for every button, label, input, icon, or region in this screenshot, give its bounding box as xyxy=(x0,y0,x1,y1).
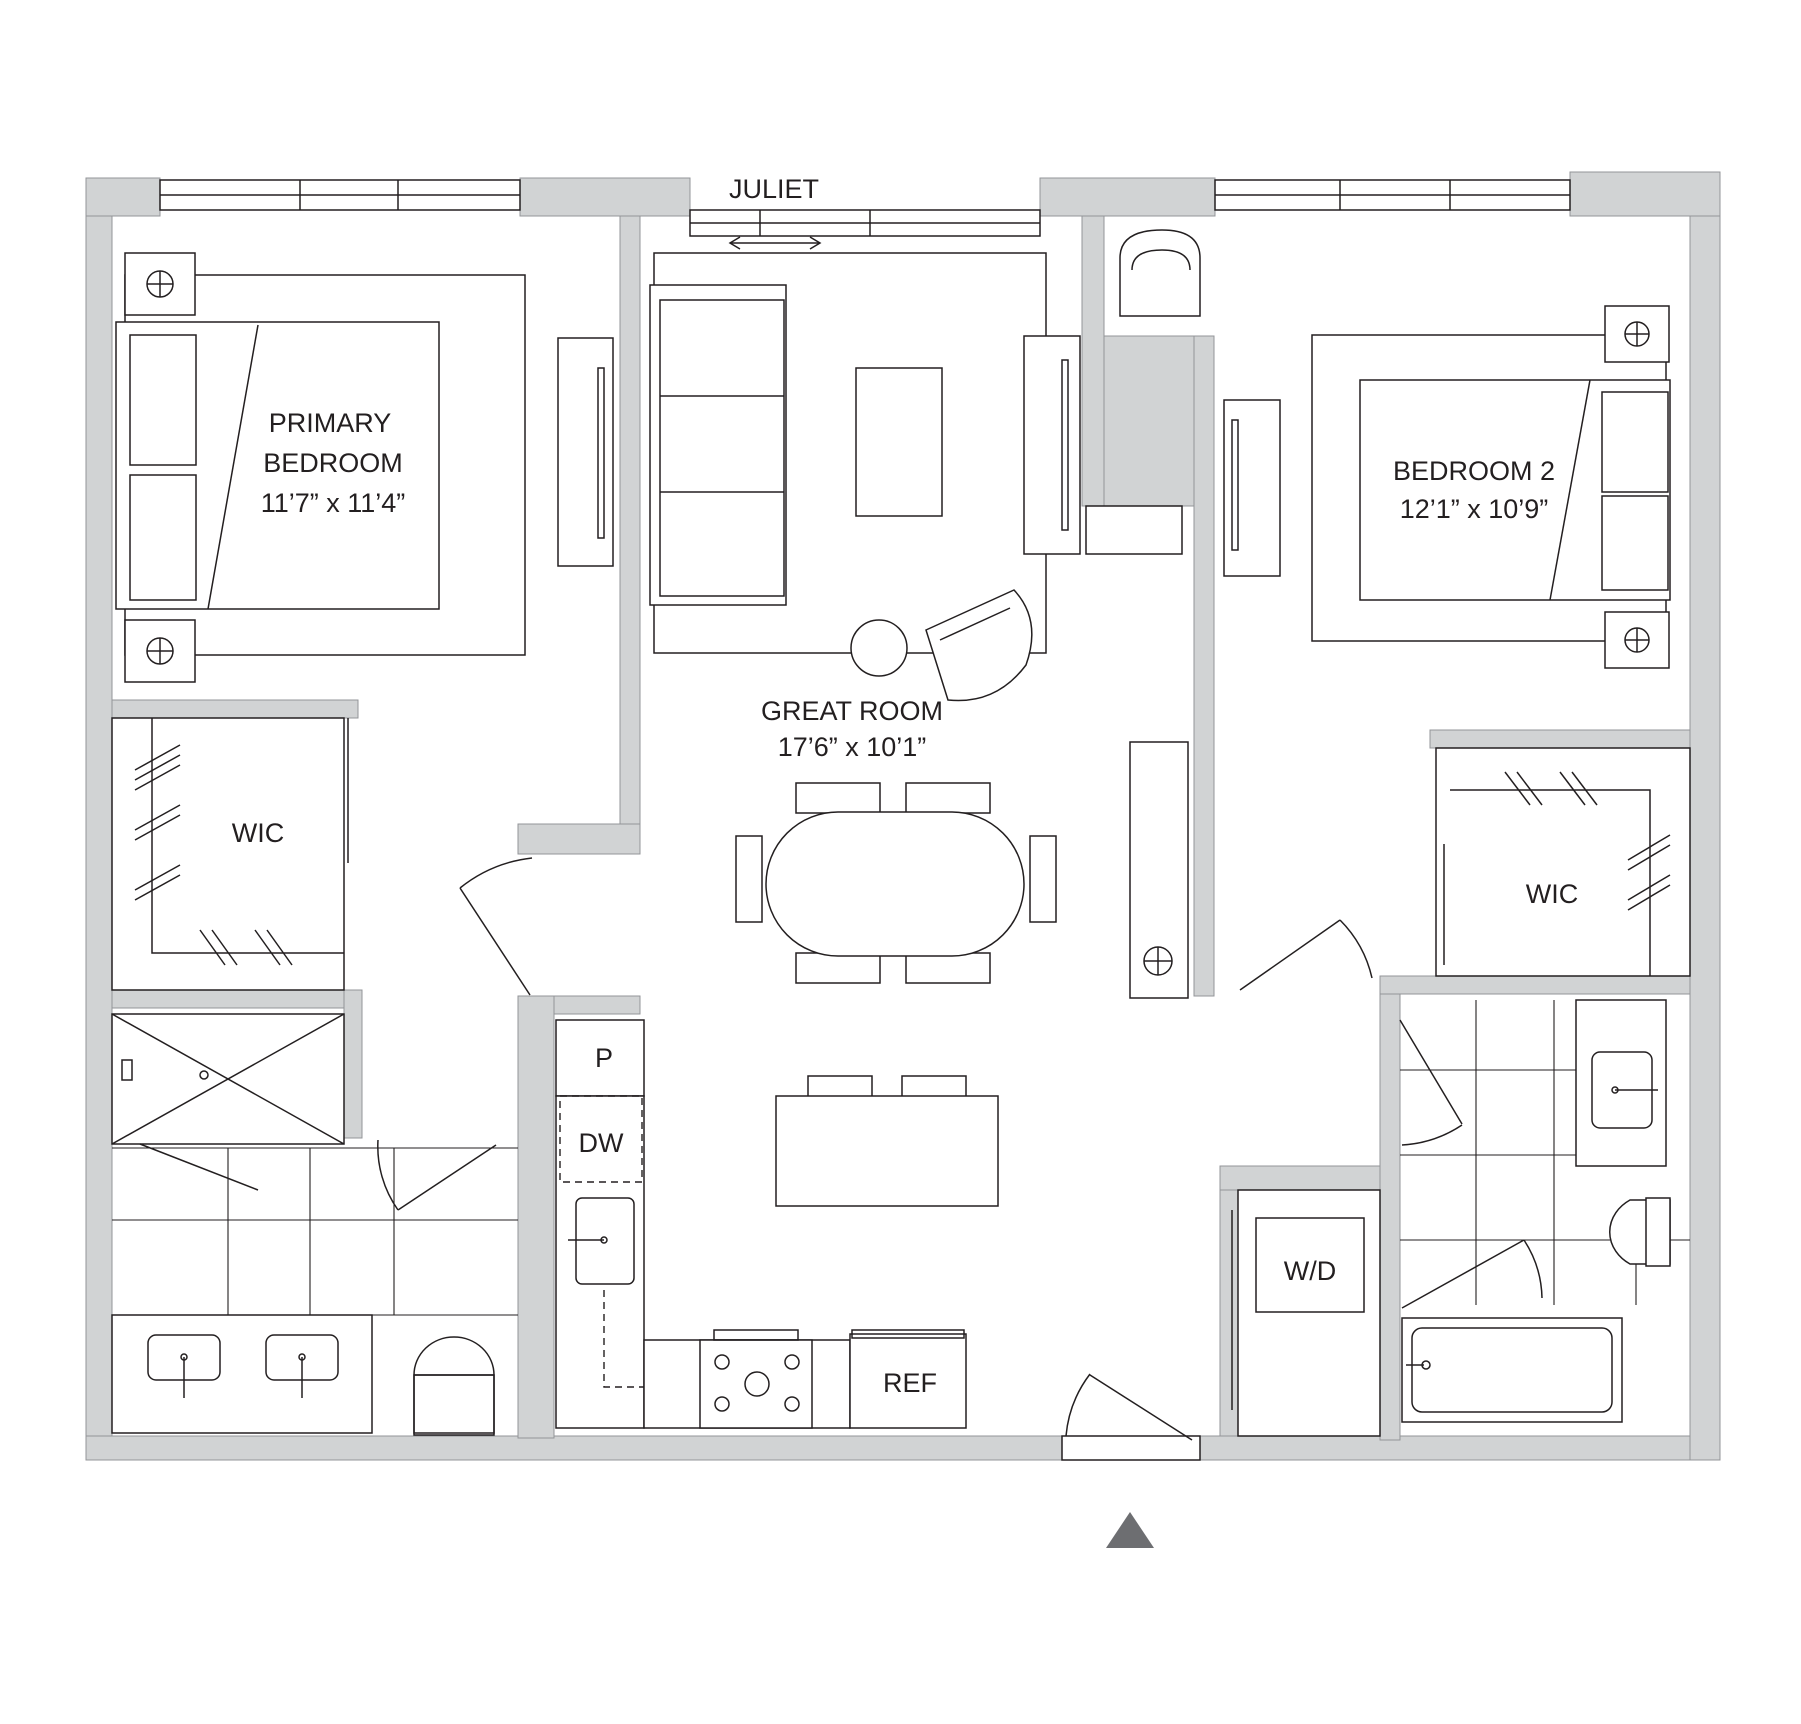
refrigerator xyxy=(849,1333,967,1429)
windows xyxy=(159,179,1571,237)
exterior-wall-right xyxy=(1689,171,1721,1461)
labels: JULIET PRIMARY BEDROOM 11’7” x 11’4” GRE… xyxy=(232,174,1578,1398)
bedroom-2-name: BEDROOM 2 xyxy=(1393,456,1555,486)
bathroom-2 xyxy=(1400,999,1690,1423)
primary-bedroom-name-line2: BEDROOM xyxy=(263,448,403,478)
interior-wall-bath2-left xyxy=(1379,993,1401,1441)
great-room-furniture xyxy=(649,252,1189,1207)
side-table xyxy=(850,619,908,677)
accent-chair xyxy=(925,589,1033,702)
kitchen-island xyxy=(775,1095,999,1207)
interior-wall-bath-right xyxy=(517,995,555,1439)
bedroom-2-dimensions: 12’1” x 10’9” xyxy=(1400,494,1549,524)
exterior-wall-bottom-right xyxy=(1199,1435,1721,1461)
interior-wall-primary-great xyxy=(619,215,641,855)
tall-cabinet xyxy=(1129,741,1189,999)
interior-wall-bedroom2-wic-bottom xyxy=(1379,975,1691,995)
interior-wall-bedroom2-lower xyxy=(1193,335,1215,997)
walls xyxy=(85,171,1721,1461)
refrigerator-label: REF xyxy=(883,1368,937,1398)
toilet-1 xyxy=(413,1336,495,1436)
washer-dryer xyxy=(1255,1217,1365,1313)
reading-chair xyxy=(1119,229,1201,317)
wic-primary-label: WIC xyxy=(232,818,284,848)
washer-dryer-label: W/D xyxy=(1284,1256,1336,1286)
dining-table xyxy=(765,811,1025,957)
interior-wall-primary-corridor xyxy=(517,823,641,855)
interior-wall-laundry-top xyxy=(1219,1165,1385,1191)
dining-set xyxy=(735,782,1057,984)
primary-bed-pillow-1 xyxy=(129,334,197,466)
exterior-wall-top-4 xyxy=(1569,171,1721,217)
laundry xyxy=(1231,1189,1381,1437)
great-room-name: GREAT ROOM xyxy=(761,696,943,726)
exterior-wall-top-1 xyxy=(85,177,161,217)
primary-bathroom xyxy=(111,1013,518,1436)
bedroom-2-wic-area xyxy=(1435,747,1691,977)
bath-2-door xyxy=(1399,1019,1463,1125)
interior-wall-great-bedroom2 xyxy=(1081,215,1105,507)
pantry-label: P xyxy=(595,1043,613,1073)
kitchen-sink xyxy=(575,1197,635,1285)
media-console xyxy=(1023,335,1081,555)
doors-right xyxy=(1239,919,1463,1146)
range xyxy=(699,1339,813,1429)
primary-bedroom-name-line1: PRIMARY xyxy=(269,408,392,438)
entry-door xyxy=(1061,1373,1201,1461)
pantry xyxy=(555,1019,645,1097)
primary-bath-door xyxy=(397,1144,497,1211)
primary-wic-area xyxy=(111,717,349,991)
interior-wall-bedroom2-wic-top xyxy=(1429,729,1691,749)
bedroom-2-door xyxy=(1239,919,1341,991)
island-stool-1 xyxy=(807,1075,873,1099)
balcony-label: JULIET xyxy=(729,174,819,204)
bedroom-2-dresser xyxy=(1223,399,1281,577)
sofa xyxy=(649,284,787,606)
side-cabinet xyxy=(1085,505,1183,555)
exterior-wall-top-2 xyxy=(519,177,691,217)
interior-wall-primary-wic-bottom xyxy=(111,989,359,1009)
dishwasher-label: DW xyxy=(579,1128,624,1158)
north-arrow-icon xyxy=(1106,1512,1154,1548)
exterior-wall-top-3 xyxy=(1039,177,1216,217)
exterior-wall-bottom-left xyxy=(85,1435,1063,1461)
island-stool-2 xyxy=(901,1075,967,1099)
interior-wall-primary-bath-side xyxy=(343,989,363,1139)
doors-left xyxy=(377,857,533,1211)
bathtub xyxy=(1401,1317,1623,1423)
interior-wall-laundry-left xyxy=(1219,1165,1239,1437)
primary-bedroom-furniture xyxy=(115,252,614,683)
great-room-dimensions: 17’6” x 10’1” xyxy=(778,732,927,762)
primary-bedroom-door xyxy=(459,887,531,996)
primary-bed-pillow-2 xyxy=(129,474,197,601)
coffee-table xyxy=(855,367,943,517)
primary-bedroom-dimensions: 11’7” x 11’4” xyxy=(261,488,406,518)
exterior-wall-left xyxy=(85,177,113,1461)
dishwasher xyxy=(559,1095,643,1183)
bedroom-2-furniture xyxy=(1119,229,1671,669)
wic-bedroom-2-label: WIC xyxy=(1526,879,1578,909)
interior-wall-primary-wic-top xyxy=(111,699,359,719)
kitchen xyxy=(555,1019,967,1429)
juliet-slider-arrow-icon xyxy=(728,236,822,250)
